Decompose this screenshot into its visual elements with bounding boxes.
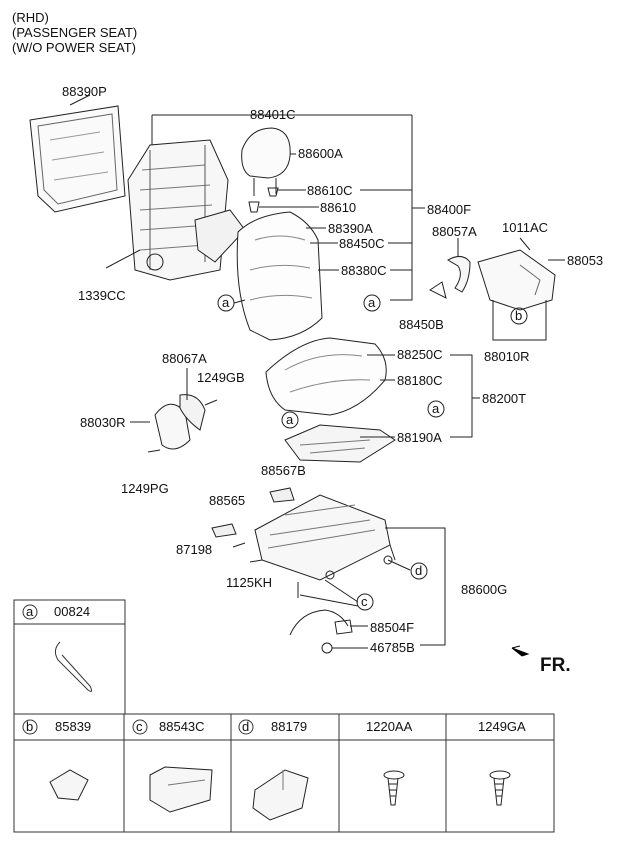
header-rhd: (RHD) — [12, 10, 49, 25]
part-88179-holder — [252, 769, 309, 821]
callout-c-harness: c — [361, 594, 368, 609]
seat-cushion-cover — [265, 337, 387, 416]
part-88401C: 88401C — [250, 107, 296, 122]
header-without-power-seat: (W/O POWER SEAT) — [12, 40, 136, 55]
table-c-letter: c — [136, 719, 143, 734]
part-1339CC: 1339CC — [78, 288, 126, 303]
part-88053: 88053 — [567, 253, 604, 268]
part-88200T: 88200T — [482, 391, 527, 406]
callout-circles — [217, 294, 528, 611]
callout-d-track: d — [415, 563, 423, 578]
headrest-guides — [248, 187, 279, 213]
part-88600G: 88600G — [461, 582, 508, 597]
part-88180C: 88180C — [397, 373, 443, 388]
front-direction-arrow — [511, 645, 530, 657]
front-direction-label: FR. — [540, 655, 571, 676]
part-00824-clip — [54, 641, 93, 692]
table-c-code: 88543C — [159, 719, 205, 734]
inner-shield — [147, 394, 218, 453]
part-1220AA-screw — [383, 770, 405, 806]
part-85839-clip — [49, 769, 89, 801]
table-b-letter: b — [26, 719, 34, 734]
small-brackets — [211, 487, 299, 598]
part-88250C: 88250C — [397, 347, 443, 362]
leader-lines — [105, 114, 565, 649]
part-1011AC: 1011AC — [502, 220, 549, 235]
part-88380C: 88380C — [341, 263, 387, 278]
part-1249GB: 1249GB — [197, 370, 245, 385]
table-b-code: 85839 — [55, 719, 92, 734]
part-88067A: 88067A — [162, 351, 207, 366]
part-88010R: 88010R — [484, 349, 530, 364]
part-1249PG: 1249PG — [121, 481, 169, 496]
part-88390P: 88390P — [62, 84, 107, 99]
wiring-harness — [289, 609, 353, 654]
parts-table-grid — [13, 599, 555, 833]
header-passenger-seat: (PASSENGER SEAT) — [12, 25, 138, 40]
seat-back-board — [29, 94, 126, 213]
part-88565: 88565 — [209, 493, 246, 508]
table-d-letter: d — [242, 719, 250, 734]
table-a-code: 00824 — [54, 604, 91, 619]
part-88450C: 88450C — [339, 236, 385, 251]
callout-a-back: a — [222, 295, 230, 310]
part-88567B: 88567B — [261, 463, 306, 478]
seat-track-assembly — [249, 494, 396, 581]
table-d-code: 88179 — [271, 719, 308, 734]
part-88610C: 88610C — [307, 183, 353, 198]
part-88504F: 88504F — [370, 620, 415, 635]
recliner-cover — [429, 256, 471, 299]
table-1249GA-code: 1249GA — [478, 719, 526, 734]
part-46785B: 46785B — [370, 640, 415, 655]
callout-b-shield: b — [515, 308, 523, 323]
part-88390A: 88390A — [328, 221, 373, 236]
part-88057A: 88057A — [432, 224, 477, 239]
part-88400F: 88400F — [427, 202, 472, 217]
seat-back-frame — [127, 139, 246, 281]
side-shield — [477, 249, 556, 311]
part-88450B: 88450B — [399, 317, 444, 332]
headrest — [241, 127, 291, 196]
table-1220AA-code: 1220AA — [366, 719, 413, 734]
part-88600A: 88600A — [298, 146, 343, 161]
callout-a-cushion: a — [286, 412, 294, 427]
part-88543C-holder — [149, 766, 213, 813]
part-88190A: 88190A — [397, 430, 442, 445]
part-1249GA-screw — [489, 770, 511, 806]
seat-back-cover — [236, 211, 323, 341]
callout-a-frame: a — [368, 295, 376, 310]
callout-a-cover: a — [432, 401, 440, 416]
part-88610: 88610 — [320, 200, 357, 215]
part-88030R: 88030R — [80, 415, 126, 430]
part-1125KH: 1125KH — [226, 575, 273, 590]
table-a-letter: a — [26, 604, 34, 619]
seat-cushion-pad — [284, 424, 396, 463]
part-87198: 87198 — [176, 542, 213, 557]
